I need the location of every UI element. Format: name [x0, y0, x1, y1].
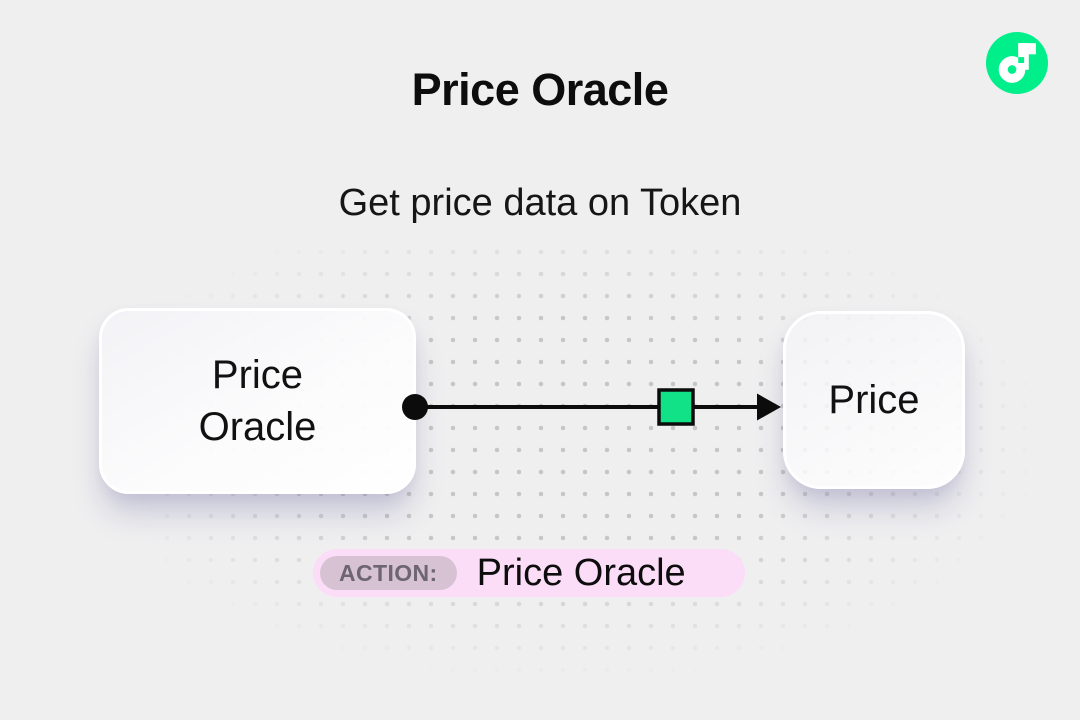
node-price-oracle: Price Oracle — [99, 308, 416, 494]
connector-start-dot — [402, 394, 428, 420]
page-title: Price Oracle — [411, 64, 669, 115]
node-price-label: Price — [828, 378, 920, 422]
action-badge: ACTION: — [320, 556, 457, 590]
node-price: Price — [783, 311, 965, 489]
connector-arrow — [402, 388, 781, 426]
action-name: Price Oracle — [476, 551, 686, 594]
page-subtitle: Get price data on Token — [338, 182, 742, 224]
action-pill: ACTION: Price Oracle — [313, 549, 745, 597]
token-marker-square — [657, 388, 695, 426]
flow-logo-icon — [986, 32, 1048, 94]
arrowhead-icon — [757, 393, 781, 421]
node-price-oracle-label: Price Oracle — [198, 353, 317, 449]
